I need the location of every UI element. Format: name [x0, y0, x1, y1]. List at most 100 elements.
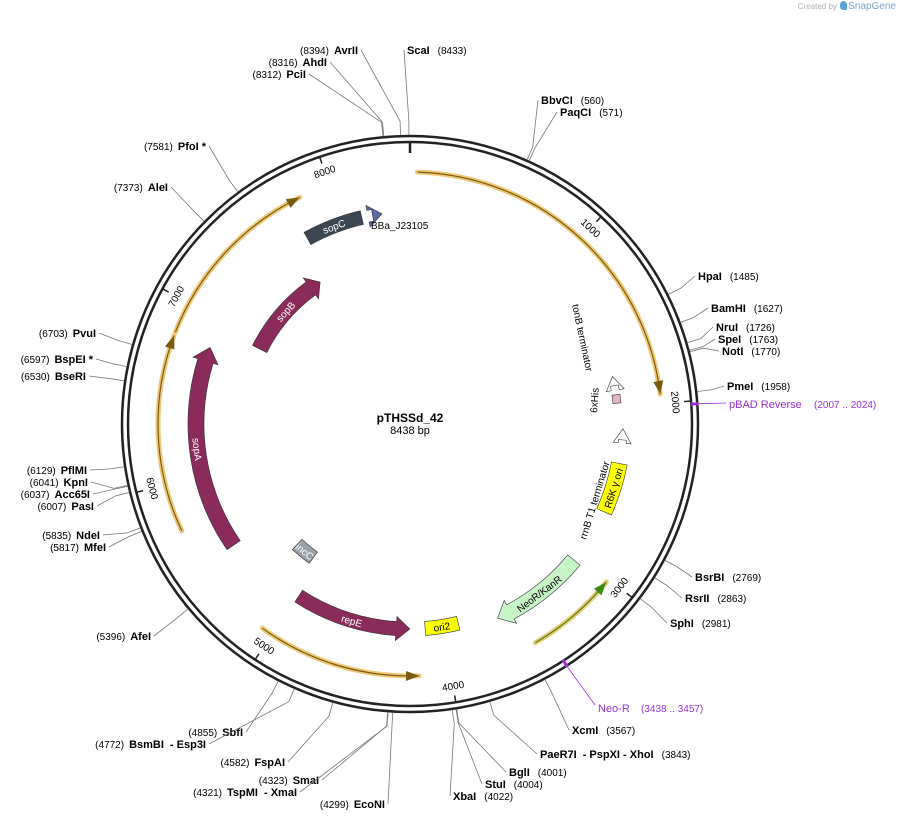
site-label: (6037)Acc65I [21, 489, 90, 501]
primer-pbad-leader [698, 402, 727, 405]
site-name: PfoI * [178, 141, 207, 153]
orf-repE-arrowhead [405, 670, 420, 681]
site-label: (7373)AleI [114, 182, 168, 194]
orf-sopB-arrowhead [285, 197, 300, 208]
site-name: SphI [670, 618, 694, 630]
ruler-label: 4000 [441, 680, 465, 695]
site-position: (4772) [95, 740, 124, 751]
feature-rrnB-T1 [612, 428, 632, 445]
site-position: (4323) [259, 776, 288, 787]
site-label: (6530)BseRI [21, 371, 86, 383]
site-name: ScaI [407, 45, 430, 57]
site-name: SpeI [718, 334, 741, 346]
site-name: PvuI [73, 328, 96, 340]
snapgene-logo-icon [840, 1, 848, 10]
site-position: (6041) [30, 478, 59, 489]
site-name: AhdI [303, 57, 327, 69]
plasmid-length: 8438 bp [390, 425, 430, 437]
orf-sopA-line [157, 335, 183, 532]
site-position: (6703) [39, 329, 68, 340]
site-name: BglI [509, 767, 530, 779]
primer-neo-label: Neo-R [598, 703, 630, 715]
feature-tonB-label: tonB terminator [569, 303, 594, 373]
site-label: (6703) PvuI [39, 328, 96, 340]
site-leader [108, 531, 142, 548]
feature-r6k [596, 461, 628, 516]
site-leader [489, 701, 538, 755]
site-leader [95, 358, 127, 367]
site-position: (5835) [42, 531, 71, 542]
ruler-tick [684, 400, 692, 403]
site-position: (2981) [702, 619, 731, 630]
feature-6xHis-label: 6xHis [589, 387, 602, 413]
site-leader [170, 186, 205, 222]
site-position: (8433) [438, 46, 467, 57]
primer-neo-leader [566, 666, 596, 706]
feature-neo-label: NeoR/KanR [515, 574, 564, 615]
site-name: AleI [148, 182, 168, 194]
site-position: (3567) [606, 726, 635, 737]
orf-arcs [155, 169, 664, 681]
site-leader [455, 709, 483, 785]
feature-6xHis [611, 393, 622, 404]
site-position: (8394) [300, 46, 329, 57]
site-position: (5396) [96, 632, 125, 643]
site-leader [387, 712, 394, 805]
site-position: (8316) [269, 58, 298, 69]
site-position: (1763) [749, 335, 778, 346]
ruler-label: 3000 [609, 576, 632, 601]
ruler-label: 8000 [313, 164, 338, 182]
site-name: SbfI [222, 727, 243, 739]
site-name: NdeI [76, 530, 100, 542]
site-leader [403, 49, 410, 136]
site-label: RsrII(2863) [685, 593, 746, 605]
site-name: PasI [71, 501, 94, 513]
site-leader [208, 688, 295, 745]
site-label: NruI (1726) [716, 322, 775, 334]
feature-repE [294, 589, 411, 642]
site-leader [654, 577, 683, 599]
site-position: (6597) [21, 355, 50, 366]
feature-sopB [252, 277, 321, 353]
site-position: (1726) [746, 323, 775, 334]
site-name: NruI [716, 322, 738, 334]
ruler-label: 2000 [668, 391, 681, 415]
site-leader [245, 681, 279, 733]
site-label: ScaI (8433) [407, 45, 467, 57]
site-leader [88, 375, 125, 382]
site-label: (6041)KpnI [30, 477, 88, 489]
ruler-tick [453, 695, 457, 703]
site-name: MfeI [84, 542, 106, 554]
feature-sopC [303, 210, 364, 245]
site-label: (4299)EcoNI [320, 799, 385, 811]
orf-sopA-arrowhead [164, 335, 175, 350]
site-name: TspMI [227, 787, 258, 799]
ruler-label: 7000 [167, 284, 188, 309]
site-position: (571) [599, 108, 622, 119]
site-name: AvrII [334, 45, 358, 57]
site-label: BsrBI(2769) [695, 572, 761, 584]
site-leader [528, 111, 558, 161]
site-leader [208, 145, 239, 193]
site-name: AfeI [130, 631, 151, 643]
site-label: (7581)PfoI * [144, 141, 207, 153]
site-label: SphI (2981) [670, 618, 731, 630]
feature-incC [291, 538, 318, 564]
site-leader [153, 608, 189, 637]
ruler-tick [318, 156, 323, 164]
feature-sopC-label: sopC [322, 218, 348, 237]
site-name: PciI [286, 69, 306, 81]
site-position: (4321) [193, 788, 222, 799]
site-name: PaqCI [560, 107, 591, 119]
site-position: (6530) [21, 372, 50, 383]
site-name: XcmI [572, 725, 598, 737]
site-extra: - PspXI - XhoI [583, 749, 654, 761]
site-leader [90, 481, 128, 489]
ruler-label: 5000 [251, 636, 276, 658]
orf-1-arrowhead [653, 380, 664, 395]
site-label: NotI(1770) [722, 346, 780, 358]
site-leader [689, 338, 716, 351]
ruler-label: 6000 [143, 476, 159, 501]
site-leader [321, 712, 389, 781]
orf-neo-arrowhead [594, 582, 607, 596]
